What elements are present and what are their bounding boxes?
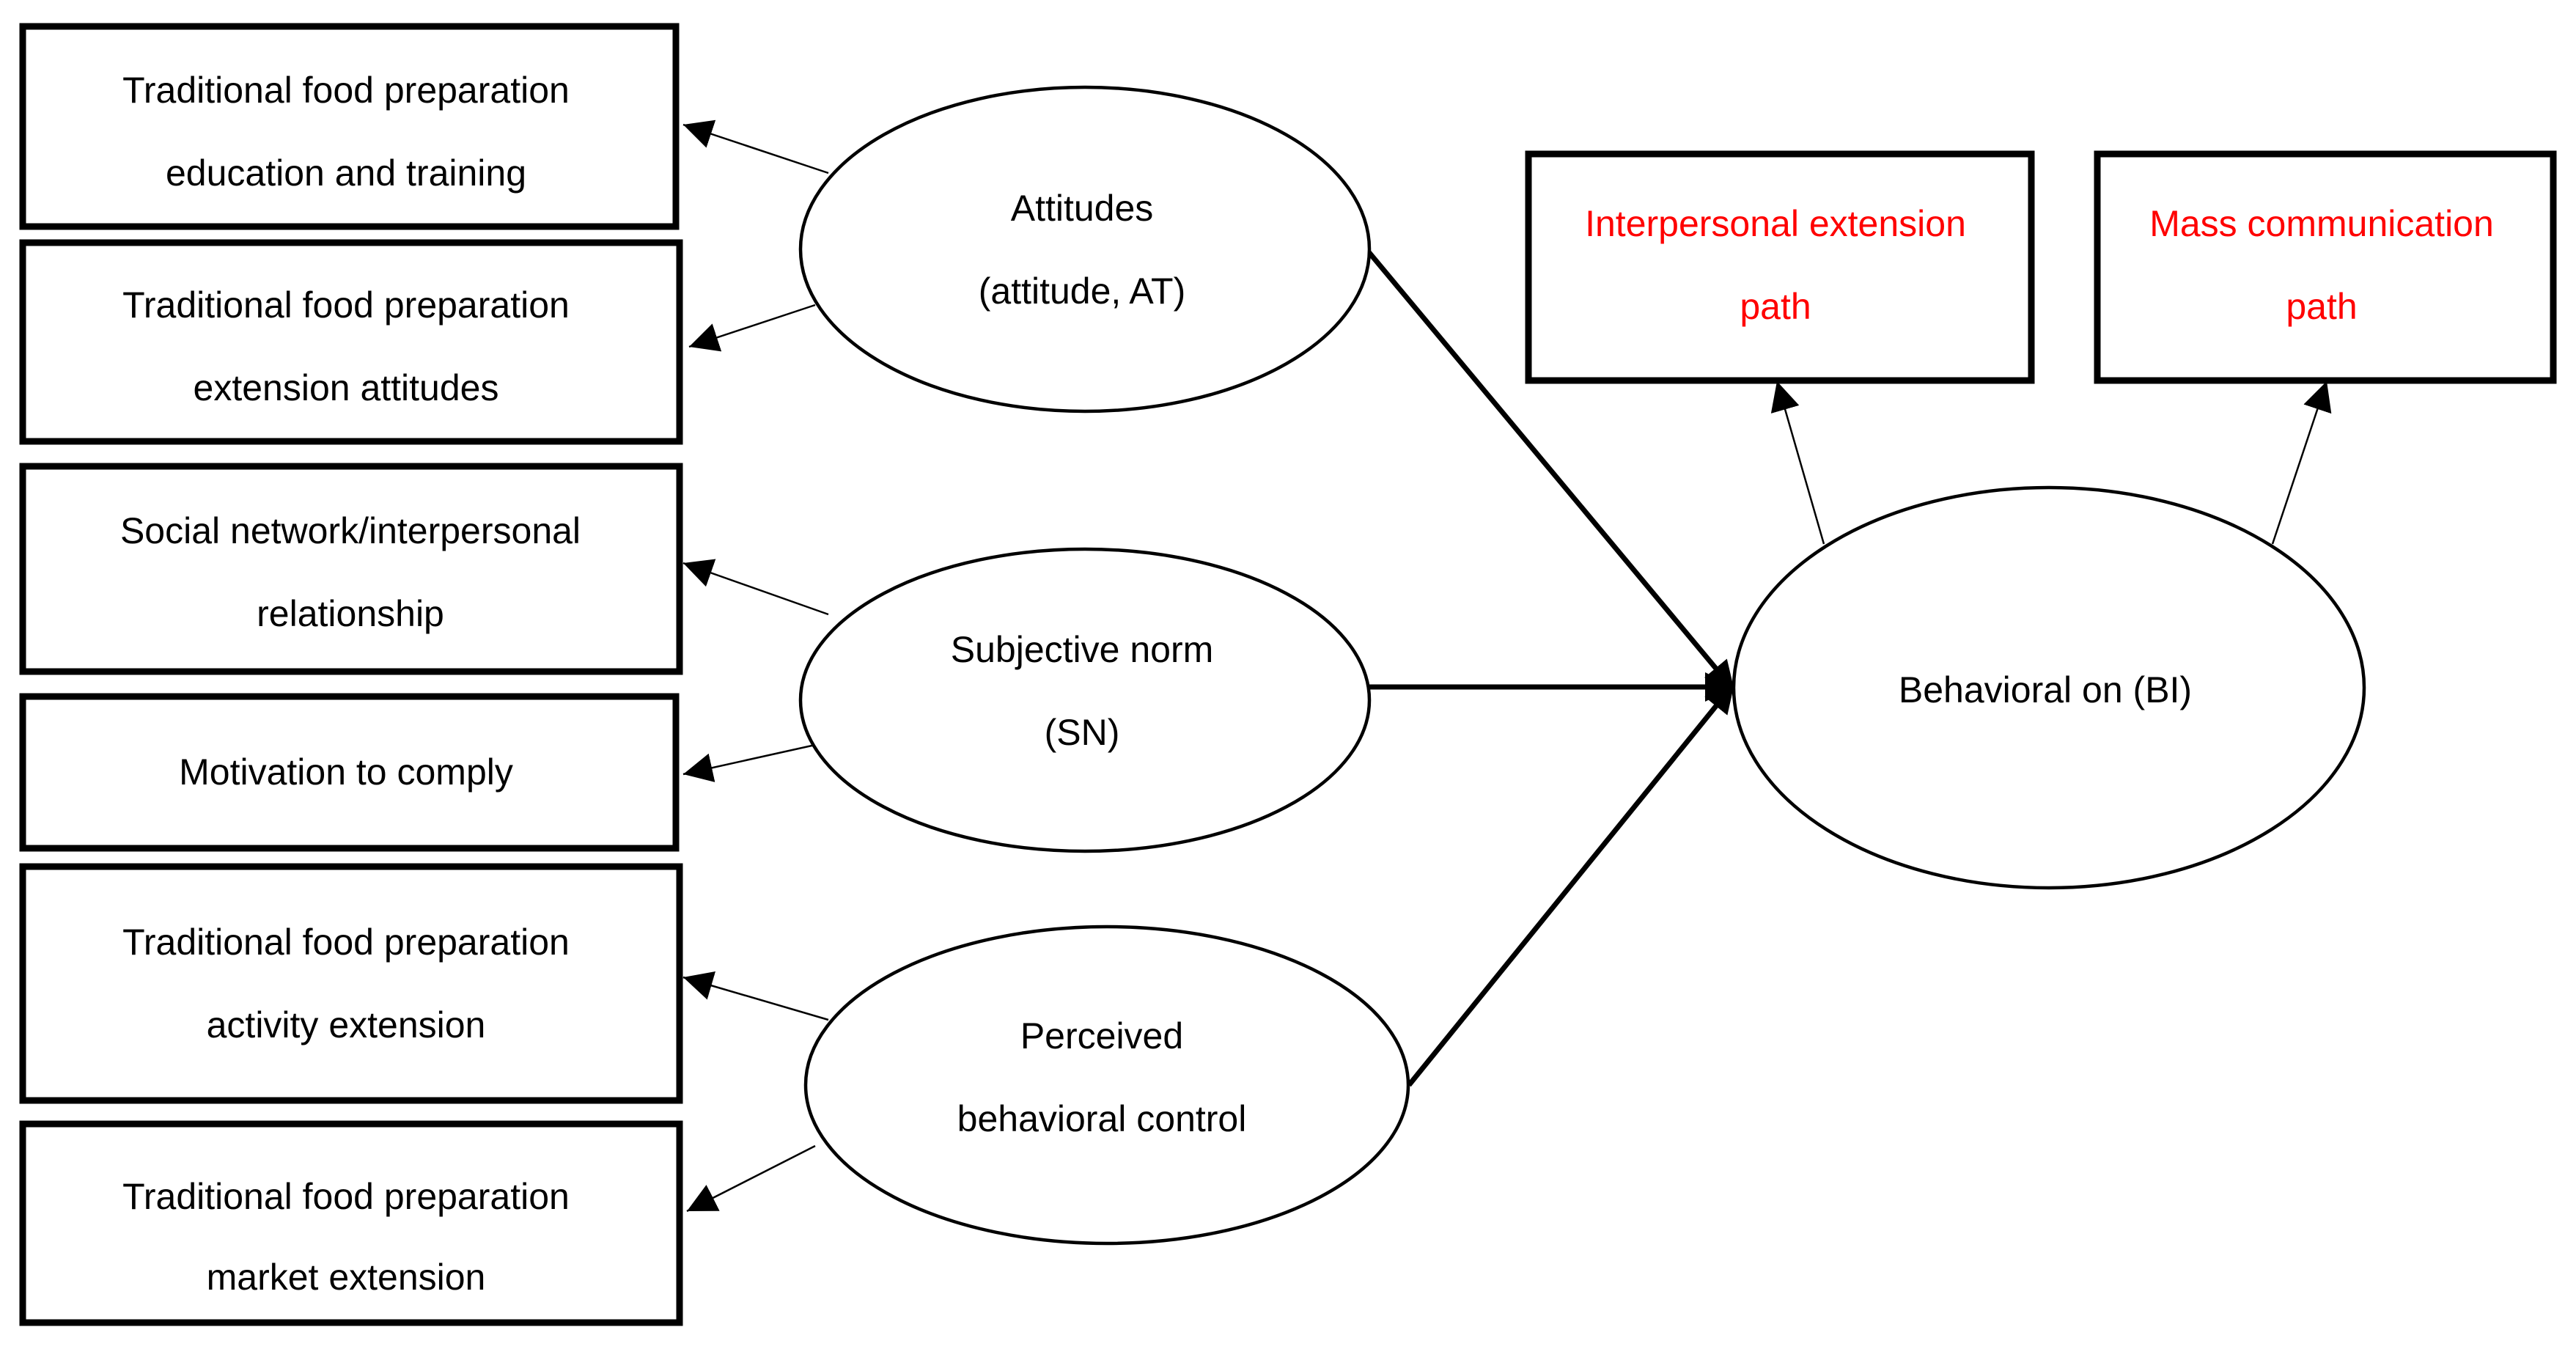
arrow-sn-to-social-network [682, 559, 829, 616]
construct-subjective-norm-line-1: Subjective norm [951, 629, 1214, 670]
arrow-pbc-to-market [686, 1144, 816, 1213]
construct-attitudes: Attitudes (attitude, AT) [798, 85, 1372, 413]
construct-perceived-behavioral-control-line-1: Perceived [1020, 1015, 1183, 1056]
construct-subjective-norm-line-2: (SN) [1045, 712, 1120, 753]
arrow-bi-to-mass-communication [2271, 381, 2332, 545]
construct-attitudes-line-2: (attitude, AT) [979, 271, 1186, 312]
indicator-activity-extension-line-2: activity extension [207, 1004, 486, 1045]
indicator-social-network-box: Social network/interpersonal relationshi… [19, 463, 683, 675]
indicator-activity-extension-box: Traditional food preparation activity ex… [19, 863, 683, 1104]
construct-perceived-behavioral-control: Perceived behavioral control [803, 925, 1410, 1246]
arrow-attitudes-to-education [682, 120, 829, 174]
path-mass-communication-line-1: Mass communication [2149, 203, 2494, 244]
path-interpersonal-box: Interpersonal extension path [1525, 150, 2035, 384]
indicator-market-extension-box: Traditional food preparation market exte… [19, 1120, 683, 1326]
indicator-motivation-box: Motivation to comply [19, 693, 680, 852]
indicator-market-extension-line-2: market extension [207, 1257, 486, 1298]
arrow-pbc-to-bi [1407, 681, 1737, 1087]
arrow-attitudes-to-bi [1364, 247, 1737, 693]
path-mass-communication-line-2: path [2286, 286, 2357, 327]
arrow-pbc-to-activity [682, 971, 829, 1021]
construct-behavioral-intention-line-1: Behavioral on (BI) [1899, 669, 2192, 710]
indicator-education-training-box: Traditional food preparation education a… [19, 23, 680, 230]
construct-perceived-behavioral-control-line-2: behavioral control [957, 1098, 1247, 1139]
indicator-social-network-line-2: relationship [257, 593, 444, 634]
path-interpersonal-line-1: Interpersonal extension [1585, 203, 1966, 244]
arrow-attitudes-to-extension-attitudes [688, 304, 816, 352]
indicator-extension-attitudes-line-1: Traditional food preparation [122, 284, 570, 326]
construct-attitudes-line-1: Attitudes [1011, 188, 1154, 229]
indicator-market-extension-line-1: Traditional food preparation [122, 1176, 570, 1217]
indicator-extension-attitudes-box: Traditional food preparation extension a… [19, 239, 683, 445]
indicator-activity-extension-line-1: Traditional food preparation [122, 922, 570, 963]
indicator-motivation-line-1: Motivation to comply [179, 751, 513, 793]
arrow-bi-to-interpersonal [1770, 381, 1825, 545]
indicator-education-training-line-2: education and training [166, 152, 526, 194]
indicator-extension-attitudes-line-2: extension attitudes [194, 367, 499, 408]
path-mass-communication-box: Mass communication path [2094, 150, 2557, 384]
arrow-sn-to-motivation [682, 743, 816, 782]
construct-behavioral-intention: Behavioral on (BI) [1732, 485, 2366, 890]
path-interpersonal-line-2: path [1740, 286, 1811, 327]
construct-subjective-norm: Subjective norm (SN) [798, 547, 1372, 853]
indicator-education-training-line-1: Traditional food preparation [122, 70, 570, 111]
indicator-social-network-line-1: Social network/interpersonal [120, 510, 581, 551]
